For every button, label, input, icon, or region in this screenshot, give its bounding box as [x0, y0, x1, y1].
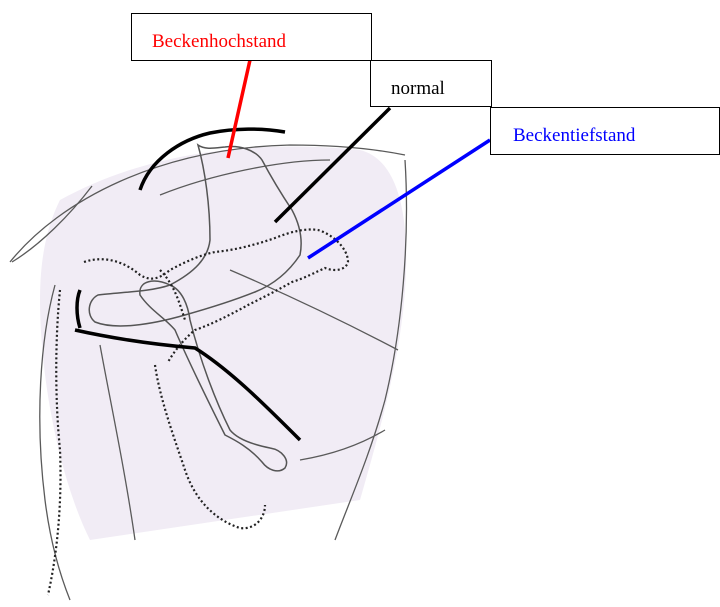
hip-shading	[40, 147, 406, 540]
leader-high	[228, 60, 250, 158]
label-box-low: Beckentiefstand	[490, 107, 720, 155]
label-box-high: Beckenhochstand	[131, 13, 372, 61]
label-high: Beckenhochstand	[152, 31, 286, 52]
label-box-normal: normal	[370, 60, 492, 107]
label-low: Beckentiefstand	[513, 125, 635, 146]
label-normal: normal	[391, 78, 445, 99]
